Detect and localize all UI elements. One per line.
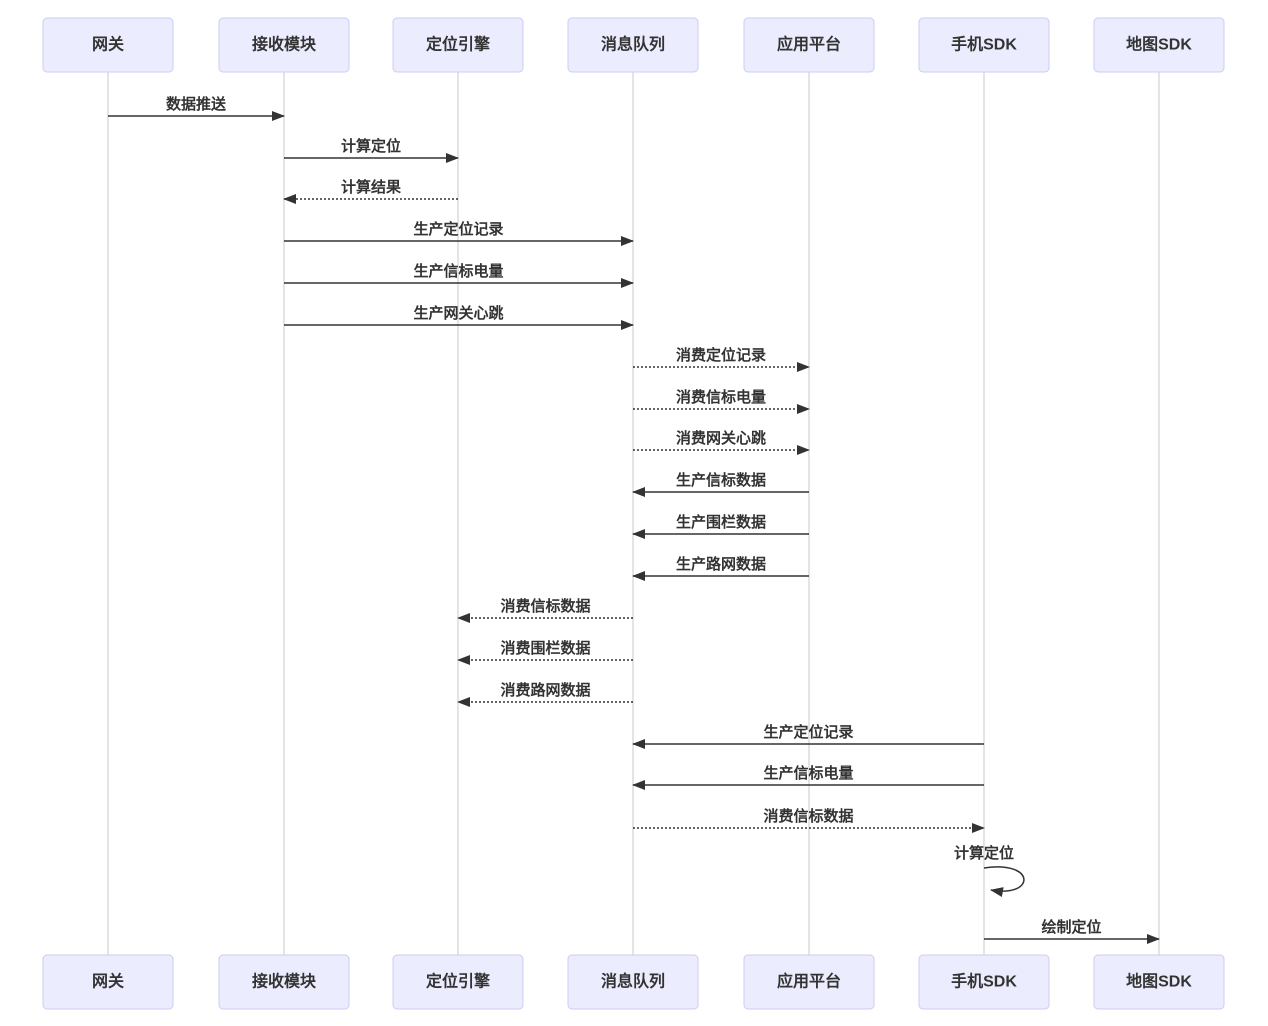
message-3: 生产定位记录 <box>284 220 634 246</box>
message-15: 生产定位记录 <box>632 723 984 749</box>
message-label: 消费定位记录 <box>676 346 766 364</box>
message-label: 消费信标电量 <box>676 388 766 406</box>
actor-top-message-queue: 消息队列 <box>567 17 699 73</box>
actor-top-receiver-module: 接收模块 <box>218 17 350 73</box>
actor-bottom-positioning-engine: 定位引擎 <box>392 954 524 1010</box>
message-label: 消费网关心跳 <box>676 429 766 447</box>
actor-box <box>42 17 174 73</box>
message-4: 生产信标电量 <box>284 262 634 288</box>
actor-bottom-receiver-module: 接收模块 <box>218 954 350 1010</box>
message-17: 消费信标数据 <box>633 807 985 833</box>
message-19: 绘制定位 <box>984 918 1160 944</box>
message-label: 消费围栏数据 <box>500 639 590 657</box>
message-label: 生产路网数据 <box>676 555 766 573</box>
message-label: 生产定位记录 <box>413 220 503 238</box>
actor-label-gateway: 网关 <box>92 972 124 991</box>
actor-bottom-gateway: 网关 <box>42 954 174 1010</box>
message-1: 计算定位 <box>284 137 459 163</box>
message-label: 生产信标电量 <box>413 262 503 280</box>
actor-label-positioning-engine: 定位引擎 <box>425 972 491 991</box>
actor-label-message-queue: 消息队列 <box>601 972 665 991</box>
actor-label-phone-sdk: 手机SDK <box>951 35 1017 54</box>
message-label: 消费信标数据 <box>763 807 853 825</box>
message-11: 生产路网数据 <box>632 555 809 581</box>
actor-box <box>567 17 699 73</box>
actor-box <box>1093 17 1225 73</box>
message-12: 消费信标数据 <box>457 597 633 623</box>
actor-label-map-sdk: 地图SDK <box>1126 972 1192 991</box>
actor-label-positioning-engine: 定位引擎 <box>425 35 491 54</box>
actor-box <box>392 954 524 1010</box>
actor-box <box>918 17 1050 73</box>
actor-top-map-sdk: 地图SDK <box>1093 17 1225 73</box>
actor-box <box>218 17 350 73</box>
actor-label-gateway: 网关 <box>92 35 124 54</box>
actor-top-phone-sdk: 手机SDK <box>918 17 1050 73</box>
message-label: 生产信标电量 <box>763 764 853 782</box>
actor-label-message-queue: 消息队列 <box>601 35 665 54</box>
actor-label-receiver-module: 接收模块 <box>252 35 317 54</box>
message-2: 计算结果 <box>283 178 458 204</box>
actor-box <box>42 954 174 1010</box>
actor-bottom-map-sdk: 地图SDK <box>1093 954 1225 1010</box>
message-self-loop <box>983 866 1025 898</box>
message-label: 计算定位 <box>954 844 1014 862</box>
actor-label-app-platform: 应用平台 <box>777 35 841 54</box>
message-label: 生产定位记录 <box>763 723 853 741</box>
message-13: 消费围栏数据 <box>457 639 633 665</box>
actor-bottom-app-platform: 应用平台 <box>743 954 875 1010</box>
message-label: 数据推送 <box>166 95 227 113</box>
actor-box <box>918 954 1050 1010</box>
actor-box <box>743 17 875 73</box>
actor-label-receiver-module: 接收模块 <box>252 972 317 991</box>
message-label: 生产信标数据 <box>676 471 766 489</box>
actor-box <box>218 954 350 1010</box>
message-0: 数据推送 <box>108 95 285 121</box>
actor-top-positioning-engine: 定位引擎 <box>392 17 524 73</box>
actor-box <box>1093 954 1225 1010</box>
message-label: 生产网关心跳 <box>413 304 503 322</box>
message-label: 消费信标数据 <box>500 597 590 615</box>
actor-bottom-phone-sdk: 手机SDK <box>918 954 1050 1010</box>
actor-top-gateway: 网关 <box>42 17 174 73</box>
actor-box <box>743 954 875 1010</box>
message-9: 生产信标数据 <box>632 471 809 497</box>
message-7: 消费信标电量 <box>633 388 810 414</box>
message-label: 生产围栏数据 <box>676 513 766 531</box>
actor-bottom-message-queue: 消息队列 <box>567 954 699 1010</box>
message-8: 消费网关心跳 <box>633 429 810 455</box>
actor-label-app-platform: 应用平台 <box>777 972 841 991</box>
actor-label-phone-sdk: 手机SDK <box>951 972 1017 991</box>
actor-box <box>392 17 524 73</box>
actor-box <box>567 954 699 1010</box>
message-label: 计算定位 <box>341 137 401 155</box>
message-5: 生产网关心跳 <box>284 304 634 330</box>
message-18: 计算定位 <box>954 844 1025 898</box>
actor-label-map-sdk: 地图SDK <box>1126 35 1192 54</box>
message-label: 消费路网数据 <box>500 681 590 699</box>
message-16: 生产信标电量 <box>632 764 984 790</box>
message-label: 绘制定位 <box>1041 918 1101 936</box>
actor-top-app-platform: 应用平台 <box>743 17 875 73</box>
message-6: 消费定位记录 <box>633 346 810 372</box>
message-10: 生产围栏数据 <box>632 513 809 539</box>
message-14: 消费路网数据 <box>457 681 633 707</box>
message-label: 计算结果 <box>341 178 402 196</box>
